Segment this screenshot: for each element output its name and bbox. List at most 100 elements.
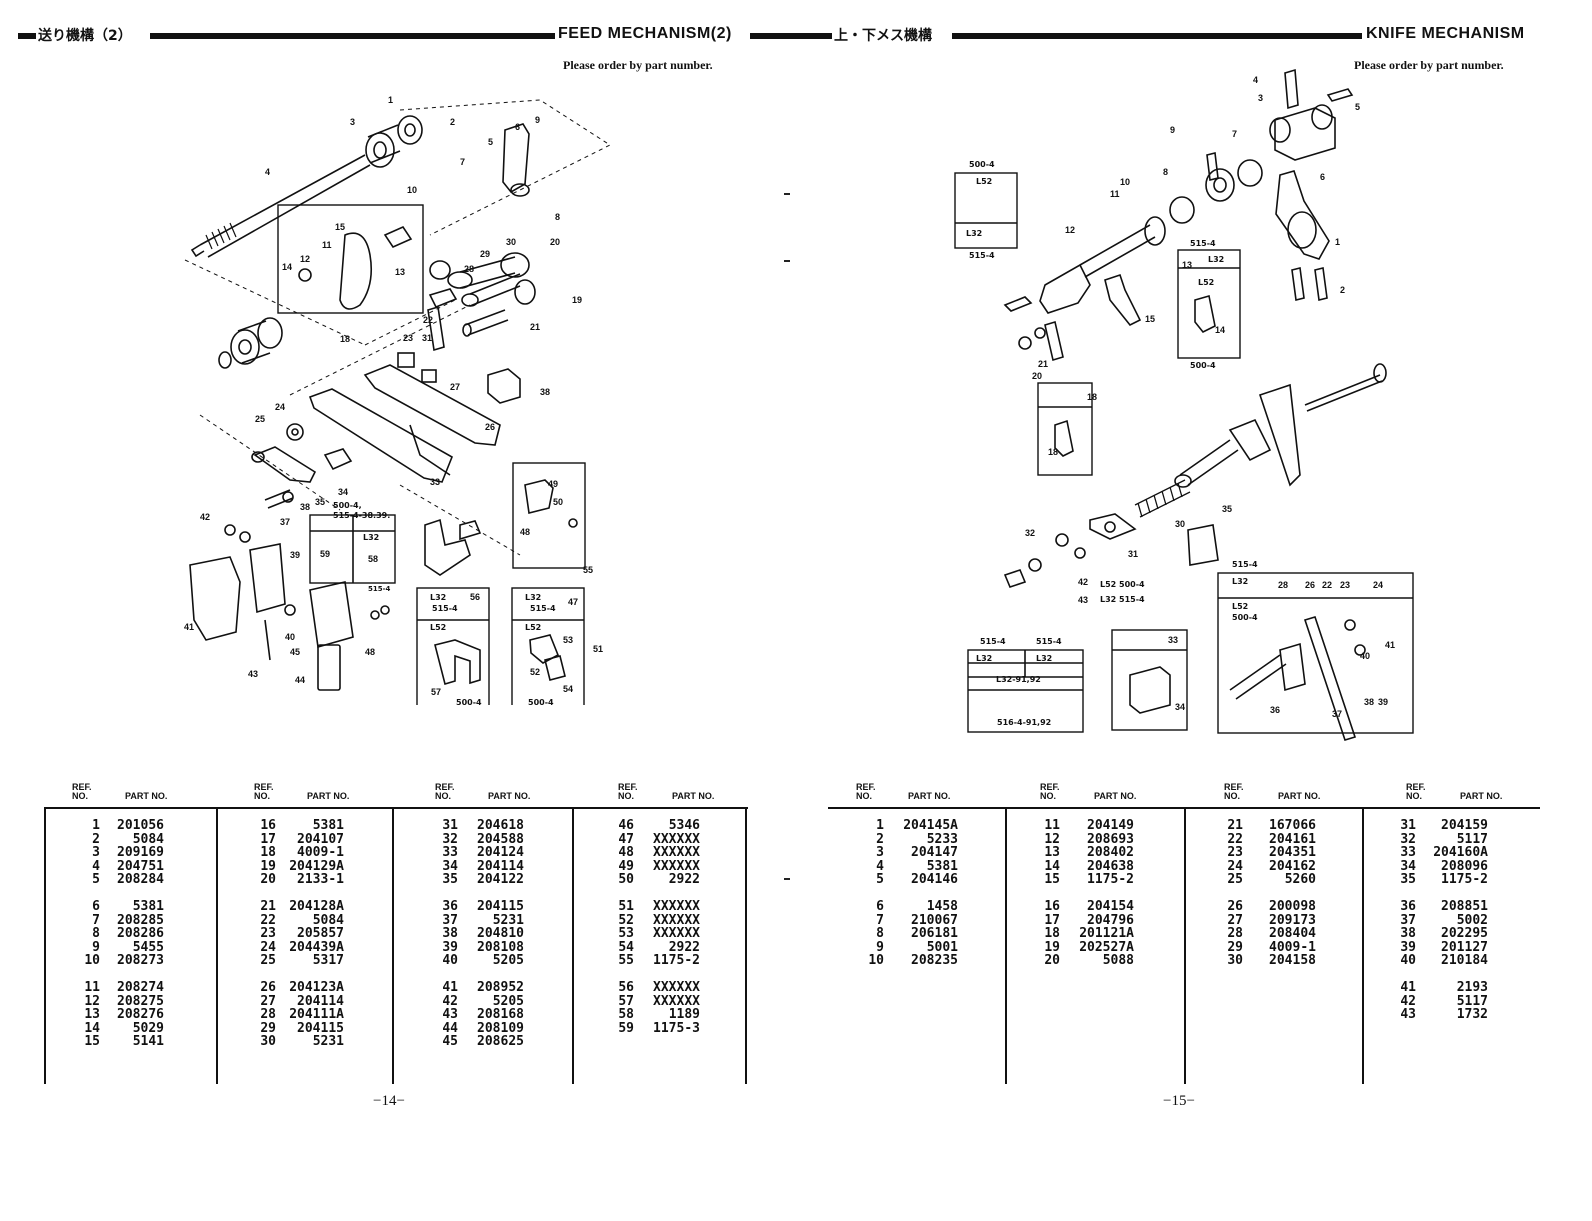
- svg-text:9: 9: [1170, 125, 1175, 135]
- table-cell: 204162: [1269, 858, 1316, 874]
- ref-label: REF.: [1406, 782, 1426, 792]
- table-cell: 4009-1: [297, 845, 344, 860]
- table-cell: 39: [1400, 939, 1416, 955]
- no-label: NO.: [254, 791, 271, 801]
- table-cell: [260, 968, 276, 982]
- table-cell: 204796: [1087, 912, 1134, 928]
- table-cell: 204115: [297, 1020, 344, 1036]
- col-header: REF. NO. PART NO.: [254, 783, 349, 801]
- table-cell: 208275: [117, 993, 164, 1009]
- table-cell: XXXXXX: [653, 926, 700, 941]
- svg-text:18: 18: [1087, 392, 1097, 402]
- table-cell: 204146: [911, 872, 958, 887]
- table-cell: 20: [1044, 953, 1060, 968]
- no-label: NO.: [618, 791, 635, 801]
- table-cell: [1223, 887, 1243, 901]
- svg-text:15: 15: [1145, 314, 1155, 324]
- table-cell: 5: [92, 872, 100, 887]
- col-header: REF. NO. PART NO.: [856, 783, 950, 801]
- margin-mark-3: [784, 878, 790, 880]
- table-cell: [260, 887, 276, 901]
- table-cell: 208235: [911, 953, 958, 968]
- table-cell: 8: [876, 926, 884, 941]
- table-cell: 33: [1400, 845, 1416, 860]
- table-cell: 5084: [312, 912, 344, 928]
- right-label-l32-bl1: L32: [976, 654, 993, 663]
- table-cell: XXXXXX: [653, 845, 700, 860]
- table-cell: 8: [92, 926, 100, 941]
- right-label-l3291: L32-91,92: [996, 675, 1041, 684]
- table-cell: 5: [876, 872, 884, 887]
- left-label-l32-b: L32: [430, 593, 447, 602]
- svg-text:22: 22: [423, 315, 433, 325]
- svg-text:12: 12: [300, 254, 310, 264]
- right-label-l52-500: L52 500-4: [1100, 580, 1145, 589]
- table-cell: [1396, 968, 1416, 982]
- table-cell: [648, 968, 700, 982]
- table-cell: 30: [1227, 953, 1243, 968]
- svg-text:54: 54: [563, 684, 573, 694]
- svg-text:5: 5: [1355, 102, 1360, 112]
- table-cell: 201121A: [1079, 926, 1134, 941]
- table-cell: 5002: [1456, 912, 1488, 928]
- no-label: NO.: [435, 791, 452, 801]
- table-cell: [84, 968, 100, 982]
- table-cell: 19: [1044, 939, 1060, 955]
- part-no-label: PART NO.: [672, 791, 715, 801]
- table-cell: 208851: [1441, 899, 1488, 914]
- table-cell: 2193: [1456, 980, 1488, 995]
- part-no-label: PART NO.: [488, 791, 531, 801]
- table-cell: 204161: [1269, 831, 1316, 847]
- svg-text:31: 31: [1128, 549, 1138, 559]
- table-cell: 206181: [911, 926, 958, 941]
- table-cell: 5381: [312, 818, 344, 833]
- ref-label: REF.: [72, 782, 92, 792]
- table-cell: XXXXXX: [653, 831, 700, 847]
- table-cell: 208276: [117, 1007, 164, 1022]
- table-cell: 204149: [1087, 818, 1134, 833]
- table-cell: 204115: [477, 899, 524, 914]
- table-cell: 49: [618, 858, 634, 874]
- svg-text:41: 41: [184, 622, 194, 632]
- table-cell: 204810: [477, 926, 524, 941]
- table-cell: 167066: [1269, 818, 1316, 833]
- table-cell: 44: [442, 1020, 458, 1036]
- no-label: NO.: [1224, 791, 1241, 801]
- table-cell: 5455: [132, 939, 164, 955]
- table-cell: [648, 887, 700, 901]
- svg-text:18: 18: [1048, 447, 1058, 457]
- svg-text:44: 44: [295, 675, 305, 685]
- table-cell: 204107: [297, 831, 344, 847]
- table-cell: 2133-1: [297, 872, 344, 887]
- svg-text:28: 28: [464, 264, 474, 274]
- table-cell: 26: [1227, 899, 1243, 914]
- table-cell: [288, 968, 344, 982]
- svg-text:56: 56: [470, 592, 480, 602]
- margin-mark-2: [784, 260, 790, 262]
- column-divider: [216, 809, 218, 1084]
- right-label-516: 516-4-91,92: [997, 718, 1052, 727]
- table-cell: 12: [84, 993, 100, 1009]
- table-cell: 208284: [117, 872, 164, 887]
- page-number-left: −14−: [373, 1093, 405, 1109]
- svg-text:19: 19: [572, 295, 582, 305]
- right-label-l32-mid: L32: [1208, 255, 1225, 264]
- svg-text:10: 10: [407, 185, 417, 195]
- svg-text:1: 1: [388, 95, 393, 105]
- table-cell: 2: [92, 831, 100, 847]
- svg-text:42: 42: [200, 512, 210, 522]
- table-cell: XXXXXX: [653, 912, 700, 928]
- column-divider: [1184, 809, 1186, 1084]
- svg-text:34: 34: [338, 487, 348, 497]
- table-cell: 3: [92, 845, 100, 860]
- table-cell: 1175-3: [653, 1020, 700, 1036]
- svg-text:23: 23: [403, 333, 413, 343]
- svg-text:5: 5: [488, 137, 493, 147]
- header-bar-right-1: [952, 33, 1362, 39]
- table-cell: 38: [442, 926, 458, 941]
